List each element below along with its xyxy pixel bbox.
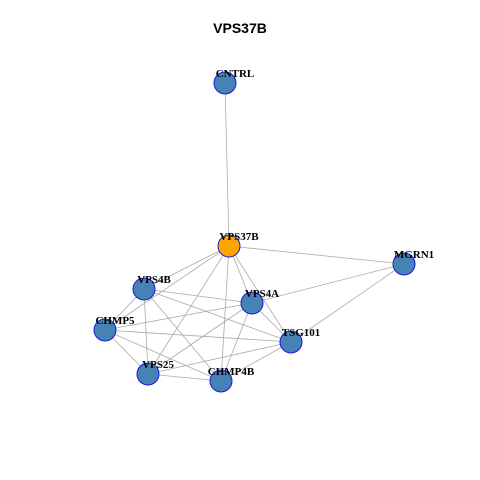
edge-tsg101-vps25 [147,341,292,375]
edge-vps37b-tsg101 [228,245,292,343]
node-vps4b[interactable] [132,277,156,301]
node-vps4a[interactable] [240,291,264,315]
node-vps37b[interactable] [217,234,241,258]
graph-title: VPS37B [213,20,267,36]
node-chmp4b[interactable] [209,369,233,393]
edge-tsg101-chmp4b [220,341,292,382]
node-mgrn1[interactable] [392,252,416,276]
nodes-layer [93,71,416,393]
edge-vps4b-vps4a [143,288,253,304]
node-vps25[interactable] [136,362,160,386]
edge-vps25-chmp4b [147,373,222,382]
edge-vps4b-vps25 [143,288,149,375]
node-cntrl[interactable] [213,71,237,95]
edge-mgrn1-tsg101 [290,263,405,343]
edge-vps37b-mgrn1 [228,245,405,265]
edge-cntrl-vps37b [224,82,230,247]
node-label-vps4b: VPS4B [137,274,171,286]
edge-vps37b-vps4b [143,245,230,290]
node-label-mgrn1: MGRN1 [394,249,434,261]
node-label-vps4a: VPS4A [245,288,279,300]
node-label-vps25: VPS25 [142,359,174,371]
edge-vps37b-chmp4b [220,245,230,382]
edge-vps4a-chmp4b [220,302,253,382]
node-label-chmp5: CHMP5 [95,315,135,327]
edge-chmp5-chmp4b [104,329,222,382]
edge-vps37b-chmp5 [104,245,230,331]
edge-vps37b-vps25 [147,245,230,375]
node-tsg101[interactable] [279,330,303,354]
edge-vps4a-vps25 [147,302,253,375]
node-label-chmp4b: CHMP4B [208,366,255,378]
edge-vps4a-chmp5 [104,302,253,331]
node-label-cntrl: CNTRL [216,68,255,80]
node-label-vps37b: VPS37B [219,231,259,243]
node-chmp5[interactable] [93,318,117,342]
edge-vps4b-tsg101 [143,288,292,343]
edge-chmp5-tsg101 [104,329,292,343]
edge-mgrn1-vps4a [251,263,405,304]
node-label-tsg101: TSG101 [282,327,321,339]
